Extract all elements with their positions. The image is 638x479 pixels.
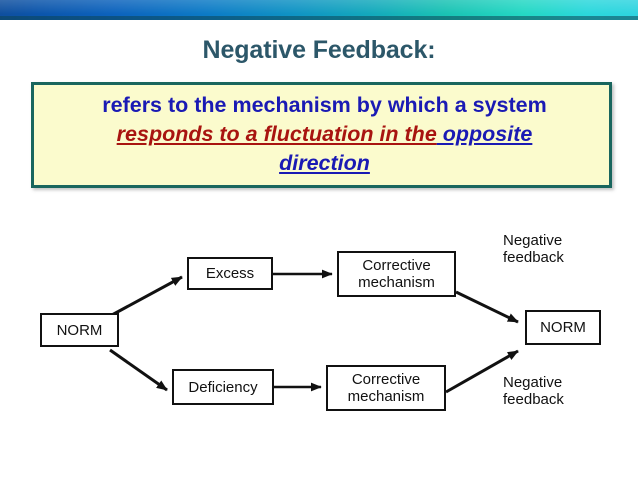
decorative-gradient-bar — [0, 0, 638, 20]
arrow-corrective-top-to-norm — [455, 290, 519, 324]
flowchart-node-deficiency: Deficiency — [172, 369, 274, 405]
flowchart-node-corrective-top: Corrective mechanism — [337, 251, 456, 297]
definition-line-3: direction — [34, 149, 615, 178]
definition-line-2: responds to a fluctuation in the opposit… — [34, 120, 615, 149]
page-title: Negative Feedback: — [202, 36, 436, 64]
flowchart-node-corrective-bottom: Corrective mechanism — [326, 365, 446, 411]
flowchart-node-norm-left: NORM — [40, 313, 119, 347]
definition-box: refers to the mechanism by which a syste… — [31, 82, 612, 188]
flowchart-label-negative-feedback-bottom: Negative feedback — [503, 374, 564, 408]
flowchart-node-excess: Excess — [187, 257, 273, 290]
arrow-corrective-bottom-to-norm — [445, 349, 519, 394]
negative-feedback-flowchart — [0, 210, 638, 440]
definition-line-1: refers to the mechanism by which a syste… — [102, 93, 547, 117]
flowchart-label-negative-feedback-top: Negative feedback — [503, 232, 564, 266]
definition-text: refers to the mechanism by which a syste… — [34, 91, 615, 178]
definition-line-2-blue: opposite — [436, 122, 533, 146]
arrow-norm-to-deficiency — [109, 348, 168, 392]
arrow-norm-to-excess — [109, 275, 183, 318]
flowchart-node-norm-right: NORM — [525, 310, 601, 345]
definition-line-2-red: responds to a fluctuation in the — [116, 122, 437, 146]
flowchart-connectors — [109, 269, 519, 394]
banner-highlight — [0, 0, 638, 14]
definition-line-3-blue: direction — [279, 151, 370, 175]
